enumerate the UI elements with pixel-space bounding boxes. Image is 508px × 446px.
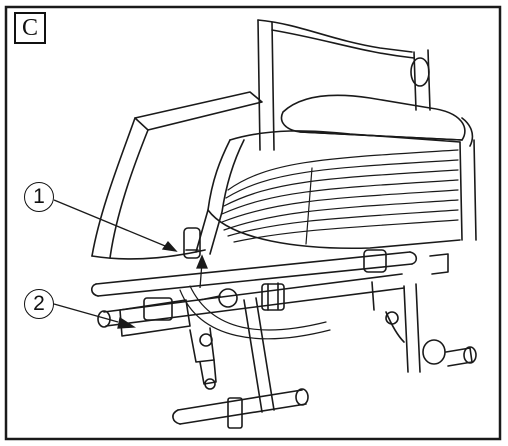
frame-border xyxy=(4,5,502,441)
arrow-icon xyxy=(196,254,208,269)
front-frame-legs xyxy=(243,281,477,413)
side-seat-tube xyxy=(90,249,449,297)
panel-label-text: C xyxy=(21,14,38,41)
seat-sling xyxy=(91,91,263,260)
footplate-tube xyxy=(172,388,309,429)
wheel xyxy=(179,285,331,340)
seat-frame-end-cap xyxy=(183,227,201,259)
arrow-icon xyxy=(161,240,178,252)
callout-number: 1 xyxy=(33,185,45,208)
callout-number: 2 xyxy=(33,292,45,315)
side-panel-frame xyxy=(195,130,477,255)
panel-label: C xyxy=(14,12,46,44)
clothing-guard xyxy=(221,149,459,245)
armrest-pad xyxy=(280,94,474,147)
backrest-canes xyxy=(257,19,431,151)
side-frame-clamp-lever xyxy=(119,288,238,390)
leader-1 xyxy=(53,199,208,289)
callout-1: 1 xyxy=(24,182,54,212)
arrow-icon xyxy=(117,316,137,329)
callout-2: 2 xyxy=(24,289,54,319)
leader-2 xyxy=(53,303,137,329)
